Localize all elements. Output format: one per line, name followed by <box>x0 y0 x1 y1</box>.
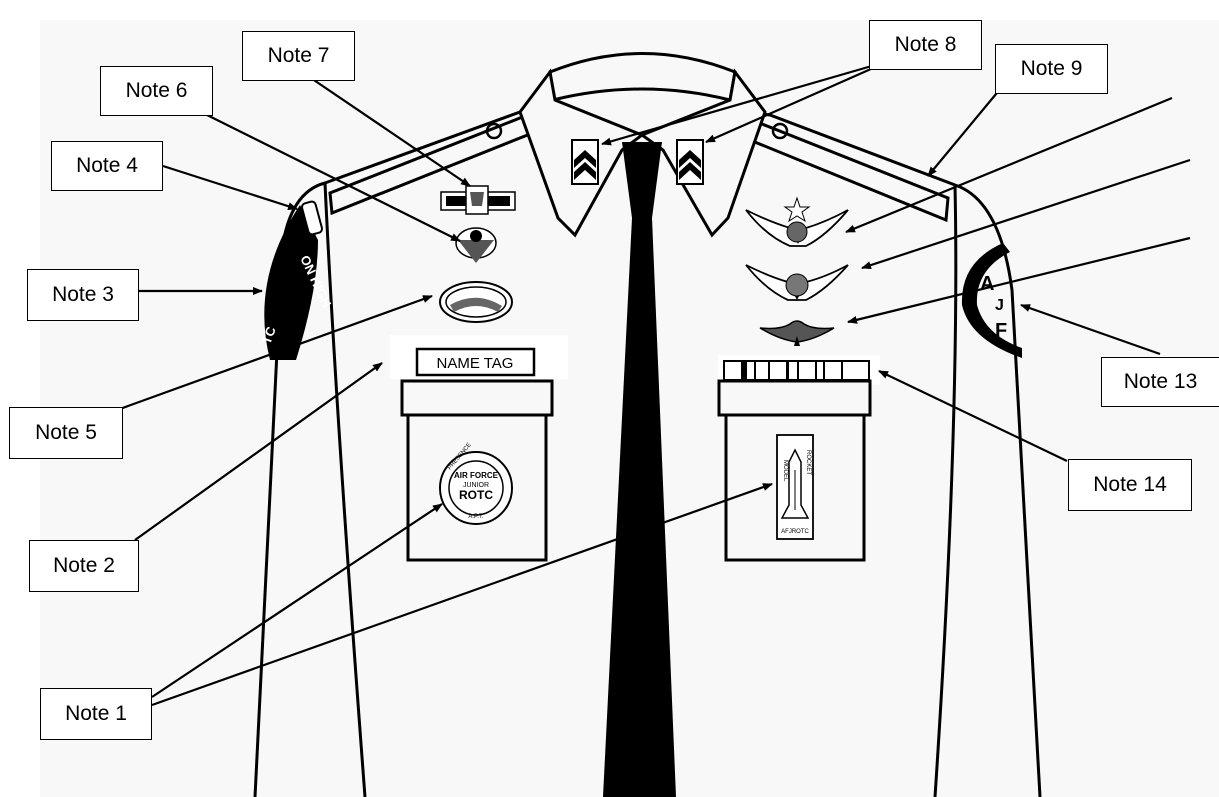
note-8-label: Note 8 <box>869 20 982 70</box>
note-2-label: Note 2 <box>29 540 139 592</box>
left-armhole-seam <box>323 182 367 797</box>
note-5-label: Note 5 <box>9 407 123 459</box>
arrow-note4 <box>162 164 298 211</box>
arrow-note1-b <box>151 482 773 707</box>
arrow-wings-top <box>845 96 1173 234</box>
right-pocket-flap <box>717 379 872 417</box>
jrotc-patch-text-1: AIR FORCE <box>454 471 499 480</box>
jrotc-patch-text-4: A.P.T. <box>468 514 484 520</box>
tie-blade <box>603 218 676 797</box>
note-6-label: Note 6 <box>100 66 213 116</box>
rocket-patch-text-bottom: AFJROTC <box>781 529 809 535</box>
left-epaulet-button <box>485 122 503 140</box>
wings-bottom <box>759 320 835 346</box>
rocket-patch-text-right: ROCKET <box>805 450 811 475</box>
name-tag <box>415 347 536 377</box>
arrow-note6 <box>196 109 461 242</box>
ribbon-rack <box>723 360 870 381</box>
right-patch-text-2: J <box>995 297 1004 314</box>
badge-note7 <box>440 185 516 215</box>
jrotc-patch-text-2: JUNIOR <box>463 482 489 489</box>
note-13-label: Note 13 <box>1101 357 1219 407</box>
left-patch-text-2: TC <box>259 324 279 346</box>
arrow-note14 <box>878 370 1068 462</box>
callout-arrows <box>116 59 1191 707</box>
arrow-wings-bottom <box>847 236 1191 324</box>
wings-top <box>745 196 849 247</box>
note-9-label: Note 9 <box>995 44 1108 94</box>
right-sleeve-patch: A J F <box>961 243 1022 358</box>
badge-note6 <box>455 227 497 263</box>
note-14-label: Note 14 <box>1068 459 1192 511</box>
right-patch-text-1: A <box>980 273 994 295</box>
arrow-note5 <box>116 294 433 412</box>
left-collar-chevron <box>571 139 599 185</box>
arrow-note2 <box>134 362 383 541</box>
tie-knot <box>622 142 662 218</box>
left-pocket-flap <box>400 379 554 417</box>
note-1-label: Note 1 <box>40 688 152 740</box>
wings-middle <box>745 264 849 301</box>
right-patch-text-3: F <box>995 320 1007 342</box>
jrotc-patch-text-3: ROTC <box>459 488 493 502</box>
arrow-wings-middle <box>861 158 1191 270</box>
right-armhole-seam <box>933 184 958 797</box>
right-epaulet-button <box>771 122 789 140</box>
arrow-note8-a <box>601 59 890 146</box>
note-3-label: Note 3 <box>27 269 139 321</box>
note-4-label: Note 4 <box>51 141 163 191</box>
arrow-note9 <box>927 87 1002 177</box>
arrow-note7 <box>304 73 471 187</box>
right-collar-chevron <box>676 139 704 185</box>
arrow-note13 <box>1020 303 1161 356</box>
badge-note5 <box>439 281 513 323</box>
name-tag-text: NAME TAG <box>437 355 514 372</box>
model-rocket-patch: MODEL ROCKET AFJROTC <box>776 434 814 540</box>
left-sleeve-patch: ON HIGH TC <box>259 200 334 360</box>
arrow-note8-b <box>705 59 890 144</box>
rocket-patch-text-left: MODEL <box>782 460 788 482</box>
note-7-label: Note 7 <box>242 31 355 81</box>
arrow-note1-a <box>151 503 443 698</box>
